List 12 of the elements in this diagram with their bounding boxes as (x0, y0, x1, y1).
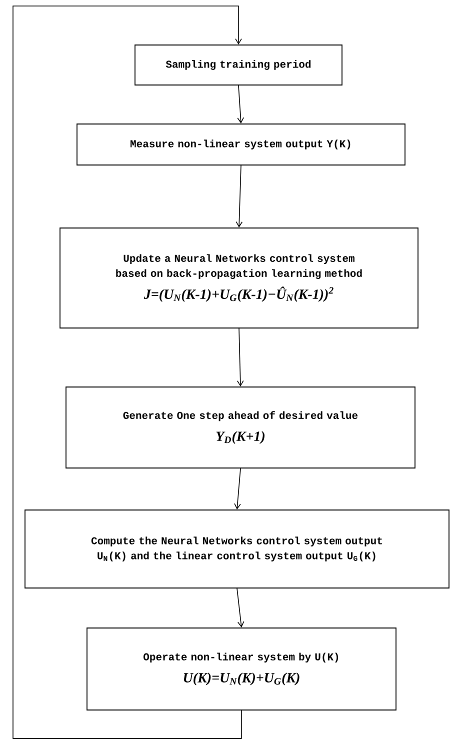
process-box: Update a Neural Networks control system based on back-propagation learning method J=(U$_{N}$(K-1)+U$_{G}$(K-1)−Û$_{N}$(K-1))$^{2}$ (60, 228, 418, 328)
process-box: Operate non-linear system by U(K) U(K)=U$_{N}$(K)+U$_{G}$(K) (86, 628, 396, 710)
process-box: Measure non-linear system output Y(K) (76, 124, 406, 166)
arrow (236, 328, 244, 387)
process-box: Sampling training period (134, 44, 342, 86)
arrow (12, 6, 242, 739)
arrow (236, 588, 244, 628)
process-box: Generate One step ahead of desired value Y$_{D}$(K+1) (66, 386, 416, 468)
process-box: Compute the Neural Networks control system output U$_{N}$(K) and the linear control system output U$_{G}$(K) (24, 510, 450, 588)
arrow (236, 165, 243, 228)
arrow (234, 468, 241, 510)
arrow (237, 85, 244, 124)
